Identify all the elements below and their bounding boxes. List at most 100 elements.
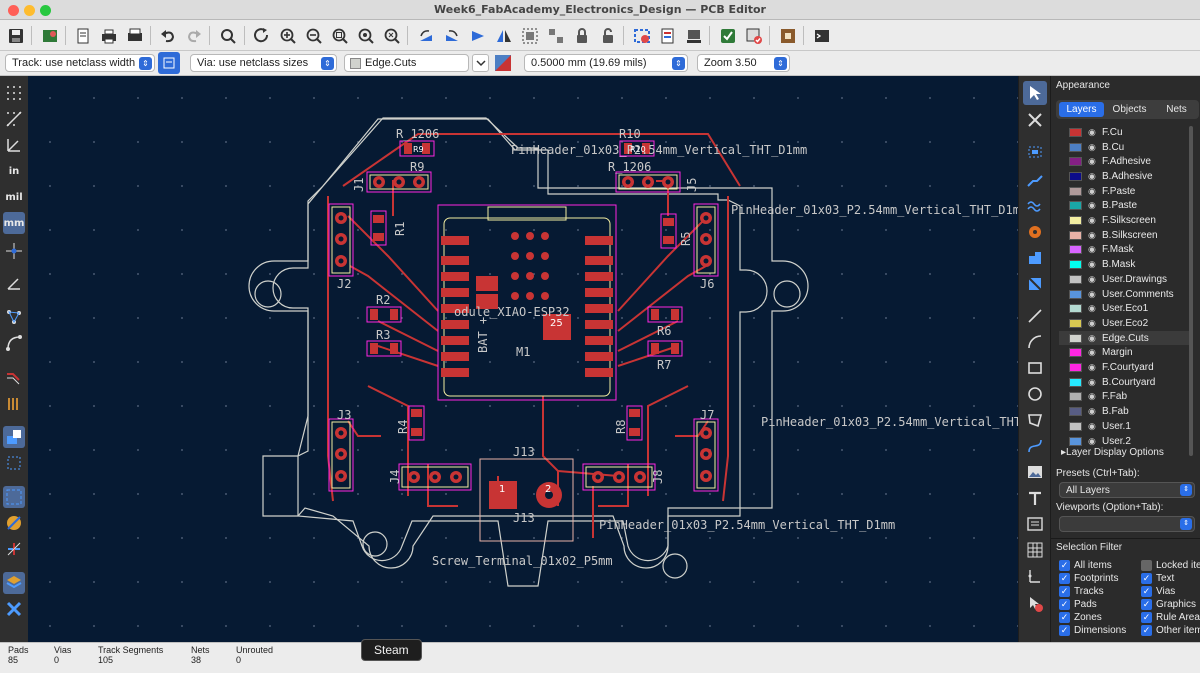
footprint-r9[interactable] <box>399 140 435 157</box>
eye-icon[interactable]: ◉ <box>1088 288 1096 299</box>
layer-color-swatch[interactable] <box>1069 421 1082 431</box>
checkbox-icon[interactable]: ✓ <box>1059 612 1070 623</box>
zone-fill-icon[interactable] <box>3 426 25 448</box>
flip-icon[interactable] <box>466 24 489 47</box>
layer-color-swatch[interactable] <box>1069 392 1082 402</box>
pcb-canvas[interactable]: R_1206 R_1206 R10 R9 PinHeader_01x03_P2.… <box>28 76 1018 642</box>
select-tool-icon[interactable] <box>1023 81 1047 105</box>
layer-color-swatch[interactable] <box>1069 407 1082 417</box>
layer-visibility-icon[interactable] <box>3 538 25 560</box>
draw-rectangle-icon[interactable] <box>1023 356 1047 380</box>
footprint-j1[interactable] <box>366 171 432 193</box>
console-icon[interactable] <box>810 24 833 47</box>
rotate-ccw-icon[interactable] <box>414 24 437 47</box>
layer-color-swatch[interactable] <box>1069 436 1082 446</box>
plot-icon[interactable] <box>123 24 146 47</box>
footprint-j4[interactable] <box>398 463 472 491</box>
layer-row[interactable]: ◉User.Comments <box>1059 287 1191 302</box>
layer-color-swatch[interactable] <box>1069 304 1082 314</box>
footprint-r2[interactable] <box>366 306 402 323</box>
board-drc-icon[interactable] <box>656 24 679 47</box>
layer-color-swatch[interactable] <box>1069 333 1082 343</box>
layer-row[interactable]: ◉B.Courtyard <box>1059 375 1191 390</box>
route-track-icon[interactable] <box>1023 168 1047 192</box>
add-textbox-icon[interactable] <box>1023 512 1047 536</box>
layer-color-swatch[interactable] <box>1069 348 1082 358</box>
via-size-select[interactable]: Via: use netclass sizes⇕ <box>190 54 337 72</box>
save-icon[interactable] <box>4 24 27 47</box>
eye-icon[interactable]: ◉ <box>1088 170 1096 181</box>
ungroup-icon[interactable] <box>544 24 567 47</box>
zoom-window-button[interactable] <box>40 5 51 16</box>
track-outline-icon[interactable] <box>3 366 25 388</box>
filter-checkbox[interactable]: ✓Pads <box>1059 599 1097 610</box>
layer-row[interactable]: ◉User.Eco1 <box>1059 301 1191 316</box>
units-inches-icon[interactable]: in <box>8 165 20 177</box>
drc-check-icon[interactable] <box>742 24 765 47</box>
grid-toggle-icon[interactable] <box>3 82 25 104</box>
checkbox-icon[interactable]: ✓ <box>1059 573 1070 584</box>
add-zone-icon[interactable] <box>1023 246 1047 270</box>
units-mils-icon[interactable]: mil <box>5 191 23 203</box>
checkbox-icon[interactable]: ✓ <box>1059 586 1070 597</box>
filter-checkbox[interactable]: ✓All items <box>1059 560 1112 571</box>
layer-row[interactable]: ◉F.Mask <box>1059 243 1191 258</box>
filter-checkbox[interactable]: ✓Text <box>1141 573 1174 584</box>
layer-color-swatch[interactable] <box>1069 260 1082 270</box>
layer-color-swatch[interactable] <box>1069 363 1082 373</box>
filter-checkbox[interactable]: Locked items <box>1141 560 1200 571</box>
eye-icon[interactable]: ◉ <box>1088 273 1096 284</box>
cursor-full-icon[interactable] <box>3 240 25 262</box>
layer-row[interactable]: ◉B.Adhesive <box>1059 169 1191 184</box>
tab-objects[interactable]: Objects <box>1112 104 1147 115</box>
rule-area-icon[interactable] <box>1023 272 1047 296</box>
netlist-icon[interactable] <box>630 24 653 47</box>
draw-line-icon[interactable] <box>1023 304 1047 328</box>
checkbox-icon[interactable]: ✓ <box>1141 599 1152 610</box>
filter-checkbox[interactable]: ✓Graphics <box>1141 599 1196 610</box>
footprint-editor-icon[interactable] <box>682 24 705 47</box>
chevron-down-icon[interactable] <box>472 54 489 72</box>
appearance-panel-icon[interactable] <box>3 572 25 594</box>
footprint-j2[interactable] <box>328 203 354 277</box>
layer-row[interactable]: ◉User.2 <box>1059 434 1191 449</box>
layer-list-scrollbar[interactable] <box>1189 126 1193 456</box>
layer-row[interactable]: ◉B.Silkscreen <box>1059 228 1191 243</box>
footprint-j13[interactable] <box>479 458 574 542</box>
eye-icon[interactable]: ◉ <box>1088 185 1096 196</box>
draw-bezier-icon[interactable] <box>1023 434 1047 458</box>
eye-icon[interactable]: ◉ <box>1088 200 1096 211</box>
footprint-r1[interactable] <box>370 210 387 246</box>
ratsnest-curved-icon[interactable] <box>3 332 25 354</box>
presets-select[interactable]: All Layers⇕ <box>1059 482 1195 498</box>
layer-color-swatch[interactable] <box>1069 377 1082 387</box>
layer-color-swatch[interactable] <box>1069 230 1082 240</box>
eye-icon[interactable]: ◉ <box>1088 317 1096 328</box>
draw-circle-icon[interactable] <box>1023 382 1047 406</box>
print-icon[interactable] <box>97 24 120 47</box>
eye-icon[interactable]: ◉ <box>1088 435 1096 446</box>
footprint-j6[interactable] <box>693 203 719 277</box>
filter-checkbox[interactable]: ✓Zones <box>1059 612 1102 623</box>
eye-icon[interactable]: ◉ <box>1088 244 1096 255</box>
layer-color-swatch[interactable] <box>1069 127 1082 137</box>
footprint-j7[interactable] <box>693 418 719 492</box>
filter-checkbox[interactable]: ✓Dimensions <box>1059 625 1126 636</box>
draw-arc-icon[interactable] <box>1023 330 1047 354</box>
layer-row[interactable]: ◉F.Cu <box>1059 125 1191 140</box>
layer-row[interactable]: ◉F.Courtyard <box>1059 360 1191 375</box>
refresh-icon[interactable] <box>250 24 273 47</box>
page-settings-icon[interactable] <box>71 24 94 47</box>
draw-polygon-icon[interactable] <box>1023 408 1047 432</box>
layer-row[interactable]: ◉B.Cu <box>1059 140 1191 155</box>
minimize-window-button[interactable] <box>24 5 35 16</box>
footprint-j5[interactable] <box>615 171 681 193</box>
footprint-r10[interactable] <box>619 140 655 157</box>
eye-icon[interactable]: ◉ <box>1088 376 1096 387</box>
redo-icon[interactable] <box>182 24 205 47</box>
layer-row[interactable]: ◉F.Fab <box>1059 390 1191 405</box>
checkbox-icon[interactable]: ✓ <box>1059 599 1070 610</box>
layer-color-swatch[interactable] <box>1069 186 1082 196</box>
auto-track-width-icon[interactable] <box>158 52 180 74</box>
pad-outline-icon[interactable] <box>3 392 25 414</box>
